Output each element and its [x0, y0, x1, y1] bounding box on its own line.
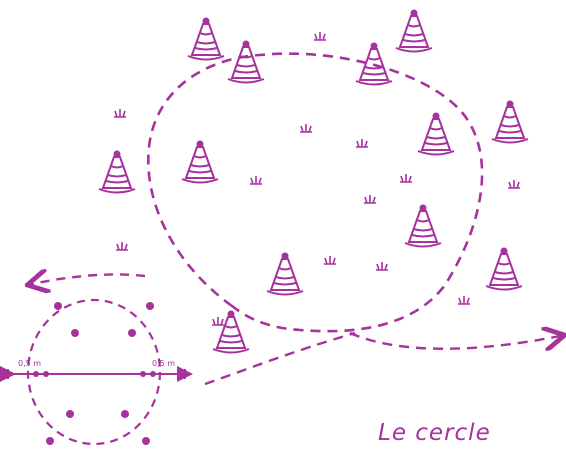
grass-tuft-icon: [114, 109, 126, 117]
cone-icon: [99, 151, 135, 193]
dot-marker-icon: [142, 437, 150, 445]
dot-marker-icon: [71, 329, 79, 337]
large-dashed-loop: [148, 54, 482, 332]
cone-icon: [182, 141, 218, 183]
cone-icon: [213, 311, 249, 353]
grass-tufts: [114, 32, 520, 325]
exit-arrow-right: [350, 333, 560, 349]
caption-title: Le cercle: [378, 420, 491, 446]
cone-icon: [405, 205, 441, 247]
grass-tuft-icon: [356, 139, 368, 147]
grass-tuft-icon: [364, 195, 376, 203]
connect-arrow: [205, 333, 355, 384]
cone-icon: [492, 101, 528, 143]
cone-icon: [267, 253, 303, 295]
dot-marker-icon: [121, 410, 129, 418]
scale-label-left: 0,5 m: [18, 359, 41, 368]
grass-tuft-icon: [250, 176, 262, 184]
grass-tuft-icon: [376, 262, 388, 270]
dot-marker-icon: [146, 302, 154, 310]
grass-tuft-icon: [300, 124, 312, 132]
scale-label-right: 0,5 m: [152, 359, 175, 368]
grass-tuft-icon: [400, 174, 412, 182]
cone-icon: [228, 41, 264, 83]
cone-icon: [418, 113, 454, 155]
cone-icon: [396, 10, 432, 52]
cone-icon: [356, 43, 392, 85]
dot-marker-icon: [46, 437, 54, 445]
exit-arrow-left: [32, 274, 145, 284]
cone-icon: [188, 18, 224, 60]
dot-marker-icon: [128, 329, 136, 337]
grass-tuft-icon: [508, 180, 520, 188]
dot-marker-icon: [66, 410, 74, 418]
grass-tuft-icon: [458, 296, 470, 304]
cone-icon: [486, 248, 522, 290]
grass-tuft-icon: [324, 256, 336, 264]
grass-tuft-icon: [212, 317, 224, 325]
scale-bar: 0,5 m 0,5 m: [8, 359, 185, 379]
dot-marker-icon: [54, 302, 62, 310]
grass-tuft-icon: [116, 242, 128, 250]
grass-tuft-icon: [314, 32, 326, 40]
